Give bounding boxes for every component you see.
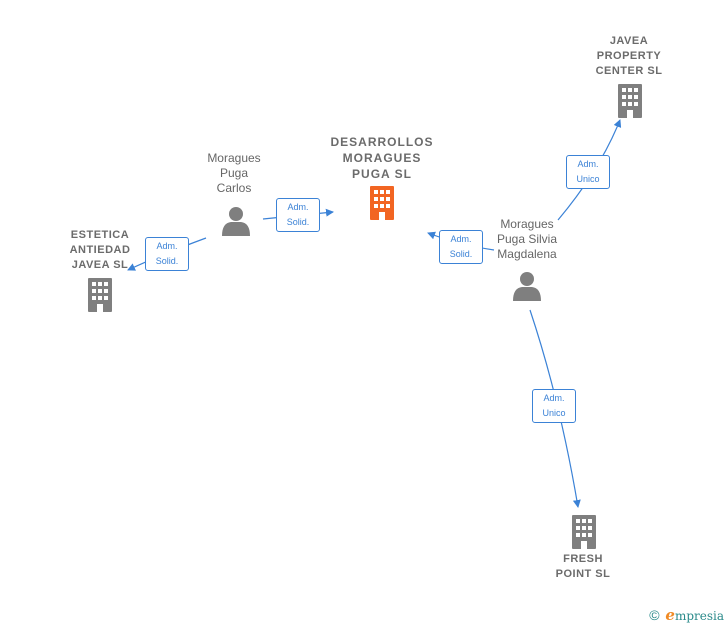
brand-name: mpresia	[674, 609, 724, 623]
company-name-estetica[interactable]: ESTETICA ANTIEDAD JAVEA SL	[69, 229, 131, 271]
building-icon-fresh[interactable]	[572, 515, 596, 549]
copyright-icon: ©	[649, 607, 660, 623]
person-icon-silvia[interactable]	[513, 272, 541, 301]
building-icon-estetica[interactable]	[88, 278, 112, 312]
edge-label-carlos-main: Adm. Solid.	[276, 198, 320, 232]
person-name-carlos[interactable]: Moragues Puga Carlos	[207, 151, 261, 195]
company-name-javea[interactable]: JAVEA PROPERTY CENTER SL	[595, 35, 663, 77]
building-icon-javea[interactable]	[618, 84, 642, 118]
empresia-logo[interactable]: © empresia	[649, 606, 724, 624]
building-icon-main[interactable]	[370, 186, 394, 220]
company-name-main[interactable]: DESARROLLOS MORAGUES PUGA SL	[330, 135, 434, 181]
brand-initial: e	[665, 606, 675, 624]
company-name-fresh[interactable]: FRESH POINT SL	[555, 553, 611, 580]
person-name-silvia[interactable]: Moragues Puga Silvia Magdalena	[496, 217, 558, 261]
edge-label-carlos-estetica: Adm. Solid.	[145, 237, 189, 271]
edge-label-silvia-fresh: Adm. Unico	[532, 389, 576, 423]
edge-label-silvia-javea: Adm. Unico	[566, 155, 610, 189]
edge-label-silvia-main: Adm. Solid.	[439, 230, 483, 264]
person-icon-carlos[interactable]	[222, 207, 250, 236]
